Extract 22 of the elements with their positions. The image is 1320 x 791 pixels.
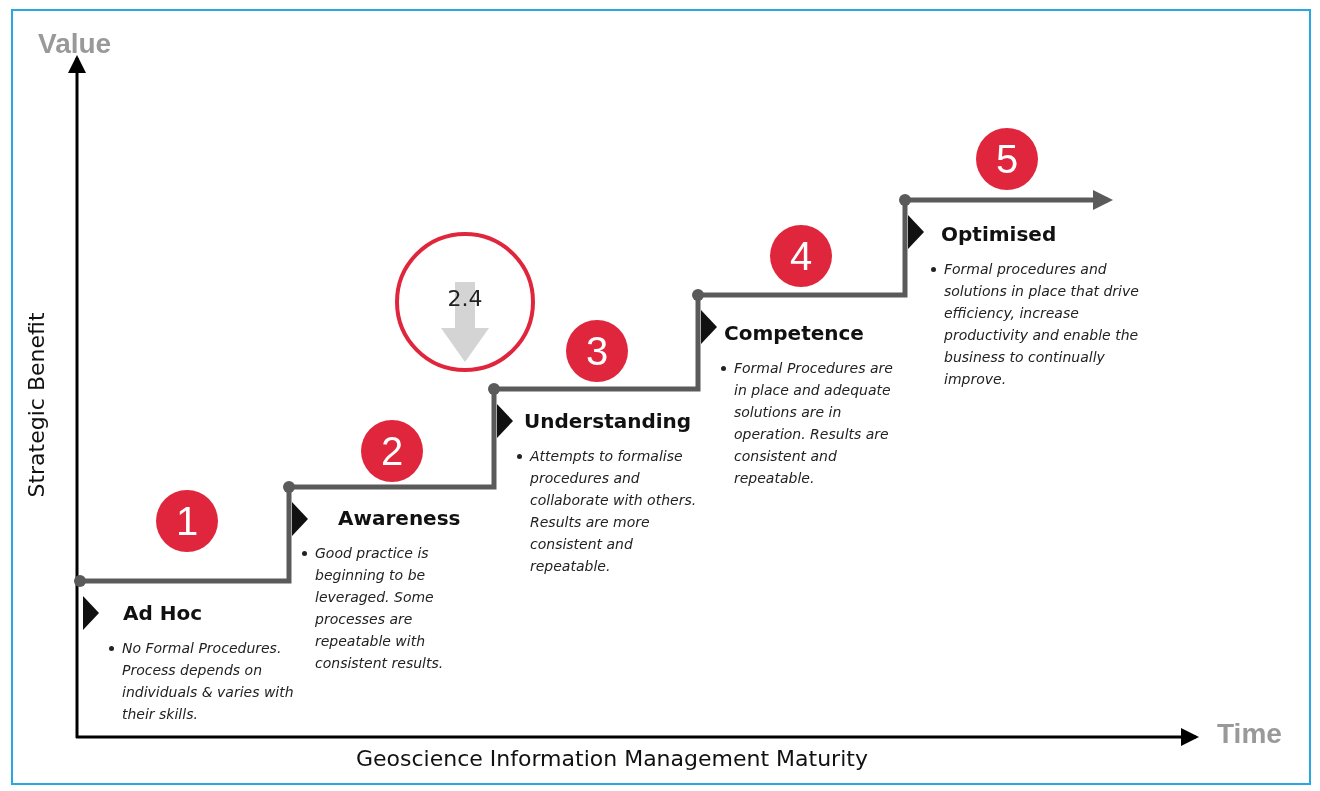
stage-heading: Optimised (941, 222, 1058, 246)
stage-heading: Competence (724, 321, 865, 345)
stage-heading: Understanding (524, 409, 693, 433)
stage-heading: Awareness (338, 506, 462, 530)
stage-description: Formal Procedures are in place and adequate solutions are in operation. Results are consistent and repeatable. (734, 359, 894, 488)
axis-title: Value (38, 28, 112, 60)
step-number-badge: 2 (361, 420, 423, 482)
step-number-badge: 3 (566, 320, 628, 382)
score-value: 2.4 (446, 286, 484, 311)
stage-description: Attempts to formalise procedures and collaborate with others. Results are more consistent and repeatable. (530, 447, 698, 576)
stage-description: Good practice is beginning to be leveraged. Some processes are repeatable with consistent results. (315, 544, 445, 673)
stage-heading: Ad Hoc (123, 601, 204, 625)
stage-description: Formal procedures and solutions in place that drive efficiency, increase productivity and enable the business to continually improve. (944, 260, 1140, 389)
axis-title: Time (1217, 718, 1282, 750)
highlight-circle (395, 232, 535, 372)
stage-description: No Formal Procedures. Process depends on individuals & varies with their skills. (122, 639, 295, 724)
step-number-badge: 1 (156, 490, 218, 552)
step-number-badge: 4 (770, 225, 832, 287)
staircase-line (899, 190, 1113, 210)
axis-label: Strategic Benefit (23, 312, 49, 498)
axis-label: Geoscience Information Management Maturity (356, 746, 868, 771)
step-number-badge: 5 (976, 128, 1038, 190)
